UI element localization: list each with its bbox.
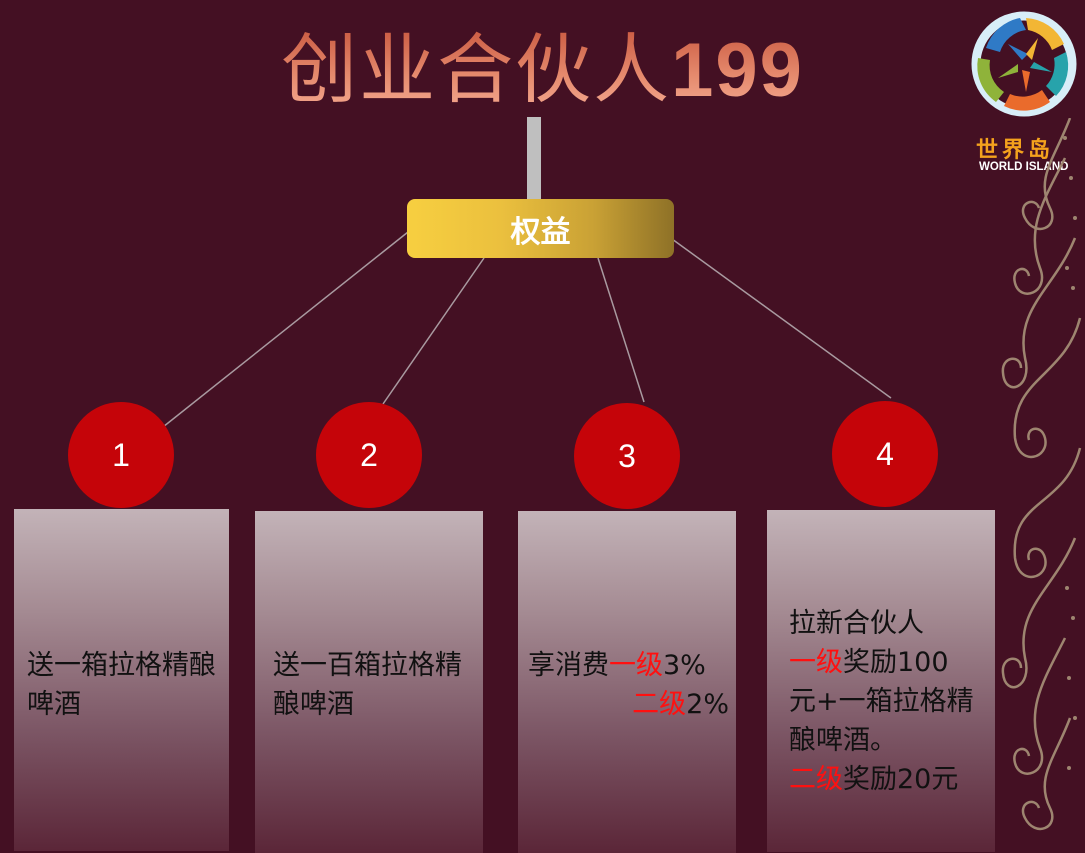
benefits-hub: 权益 xyxy=(407,199,674,258)
benefit-text: 拉新合伙人 一级奖励100元+一箱拉格精酿啤酒。 二级奖励20元 xyxy=(789,604,974,799)
level1-reward: 奖励100元+一箱拉格精酿啤酒。 xyxy=(789,647,974,756)
number-label: 3 xyxy=(618,437,636,474)
level1-value: 3% xyxy=(663,650,706,681)
text-prefix: 享消费 xyxy=(528,650,609,681)
hands-circle-icon xyxy=(971,11,1077,117)
benefit-number-3: 3 xyxy=(574,403,680,509)
hub-label: 权益 xyxy=(510,214,571,250)
benefit-number-2: 2 xyxy=(316,402,422,508)
number-label: 2 xyxy=(360,436,378,473)
recruit-line: 拉新合伙人 xyxy=(789,608,924,639)
benefit-card-1: 送一箱拉格精酿啤酒 xyxy=(14,509,229,851)
benefit-text: 送一箱拉格精酿啤酒 xyxy=(27,650,216,720)
number-label: 4 xyxy=(876,435,894,472)
level2-label: 二级 xyxy=(789,764,843,795)
level1-label: 一级 xyxy=(789,647,843,678)
level2-reward: 奖励20元 xyxy=(843,764,959,795)
level2-value: 2% xyxy=(686,689,729,720)
benefit-text: 享消费一级3% 二级2% xyxy=(528,646,733,724)
logo-name-en: WORLD ISLAND xyxy=(979,161,1069,173)
level2-label: 二级 xyxy=(632,689,687,720)
connector-stem xyxy=(527,117,541,201)
benefit-card-4: 拉新合伙人 一级奖励100元+一箱拉格精酿啤酒。 二级奖励20元 xyxy=(767,510,995,852)
number-label: 1 xyxy=(112,436,130,473)
benefit-number-4: 4 xyxy=(832,401,938,507)
logo-name-cn: 世界岛 xyxy=(976,138,1055,163)
decorative-flourish-icon xyxy=(1001,118,1082,830)
benefit-card-3: 享消费一级3% 二级2% xyxy=(518,511,736,853)
benefit-text: 送一百箱拉格精酿啤酒 xyxy=(273,650,462,720)
benefit-card-2: 送一百箱拉格精酿啤酒 xyxy=(255,511,483,853)
world-island-logo xyxy=(968,8,1080,124)
level1-label: 一级 xyxy=(609,650,663,681)
benefit-number-1: 1 xyxy=(68,402,174,508)
